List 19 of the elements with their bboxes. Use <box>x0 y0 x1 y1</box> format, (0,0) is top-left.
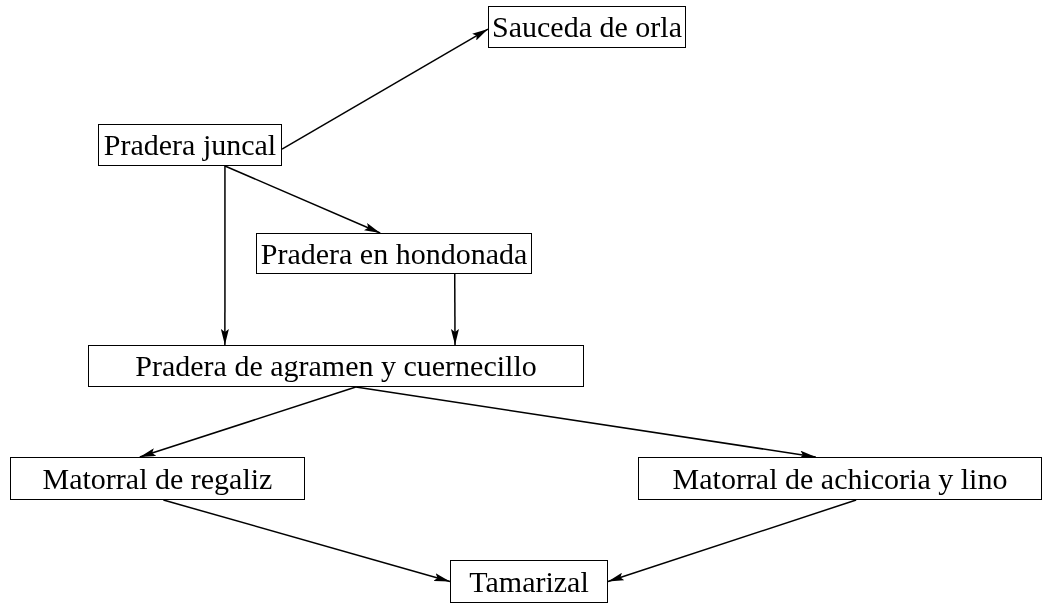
process-box <box>88 345 584 387</box>
arrow <box>281 28 489 150</box>
node-label: Pradera juncal <box>103 128 277 162</box>
node-label: Tamarizal <box>469 564 589 599</box>
node-label: Matorral de regaliz <box>42 461 273 496</box>
arrow <box>355 386 817 459</box>
node-label: Pradera de agramen y cuernecillo <box>135 349 537 383</box>
arrow <box>139 386 357 458</box>
arrow <box>607 499 857 583</box>
process-box <box>10 457 305 500</box>
arrow <box>450 273 459 346</box>
node-label: Pradera en hondonada <box>260 236 528 271</box>
process-box <box>638 457 1042 500</box>
process-box <box>450 560 608 603</box>
arrow <box>224 165 381 234</box>
arrow <box>162 499 451 583</box>
arrow <box>220 165 229 346</box>
node-label: Sauceda de orla <box>492 10 682 44</box>
node-label: Matorral de achicoria y lino <box>672 461 1008 496</box>
